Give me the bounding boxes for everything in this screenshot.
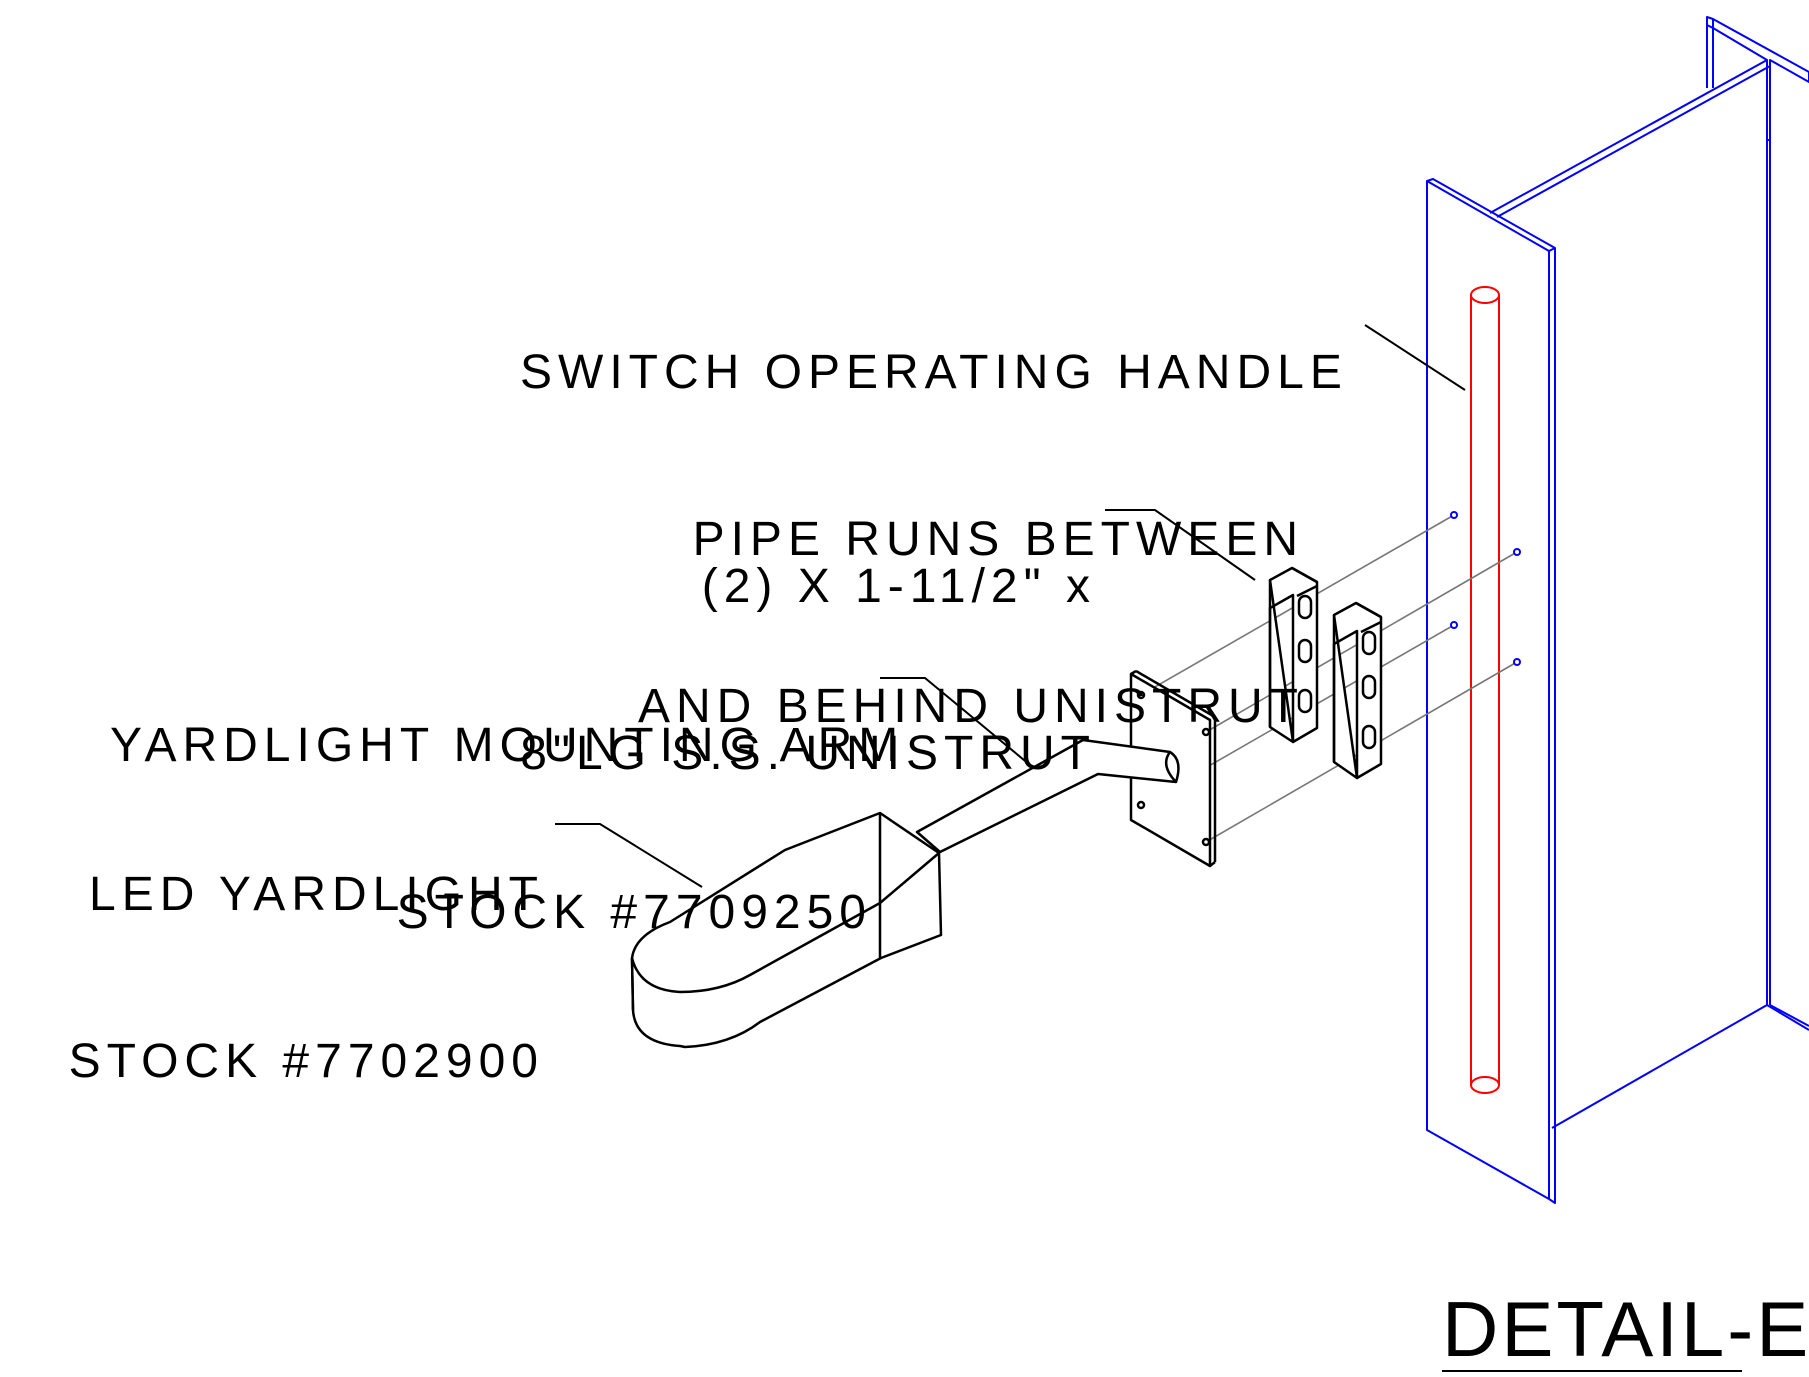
label-mounting-arm-line-1: YARDLIGHT MOUNTING ARM	[110, 719, 905, 773]
label-unistrut: (2) X 1-11/2" x 8"LG S.S. UNISTRUT	[510, 448, 1096, 893]
switch-handle-pipe	[1470, 286, 1500, 1094]
back-flange	[1706, 16, 1809, 141]
label-led-yardlight-line-1: LED YARDLIGHT	[89, 868, 544, 922]
leader-switch-handle	[1364, 324, 1466, 391]
label-mounting-arm-line-2: STOCK #7709250	[396, 886, 872, 940]
led-yardlight-head	[630, 811, 943, 1049]
mounting-arm	[915, 738, 1180, 854]
label-switch-handle-line-2: PIPE RUNS BETWEEN	[692, 513, 1304, 567]
leader-unistrut	[1105, 509, 1256, 581]
detail-title: DETAIL-E	[1442, 1285, 1809, 1373]
label-mounting-arm: YARDLIGHT MOUNTING ARM STOCK #7709250	[110, 607, 905, 1052]
web-top-edge	[1489, 59, 1768, 214]
label-switch-handle-line-3: AND BEHIND UNISTRUT	[637, 680, 1304, 734]
front-flange	[1426, 178, 1556, 1204]
bolt-holes	[1450, 511, 1521, 666]
label-unistrut-line-2: 8"LG S.S. UNISTRUT	[520, 727, 1096, 781]
label-switch-handle-line-1: SWITCH OPERATING HANDLE	[520, 346, 1348, 400]
unistrut-channel-right	[1332, 601, 1383, 780]
leader-led-yardlight	[555, 823, 703, 888]
detail-title-underline	[1442, 1370, 1742, 1372]
label-unistrut-line-1: (2) X 1-11/2" x	[701, 560, 1096, 614]
label-switch-handle: SWITCH OPERATING HANDLE PIPE RUNS BETWEE…	[520, 234, 1348, 846]
steel-column-structure	[1426, 16, 1809, 1204]
label-led-yardlight-line-2: STOCK #7702900	[68, 1035, 544, 1089]
leader-lines	[555, 324, 1466, 888]
unistrut-channel-left	[1268, 566, 1319, 744]
label-led-yardlight: LED YARDLIGHT STOCK #7702900	[30, 756, 544, 1201]
leader-mounting-arm	[880, 677, 1031, 766]
